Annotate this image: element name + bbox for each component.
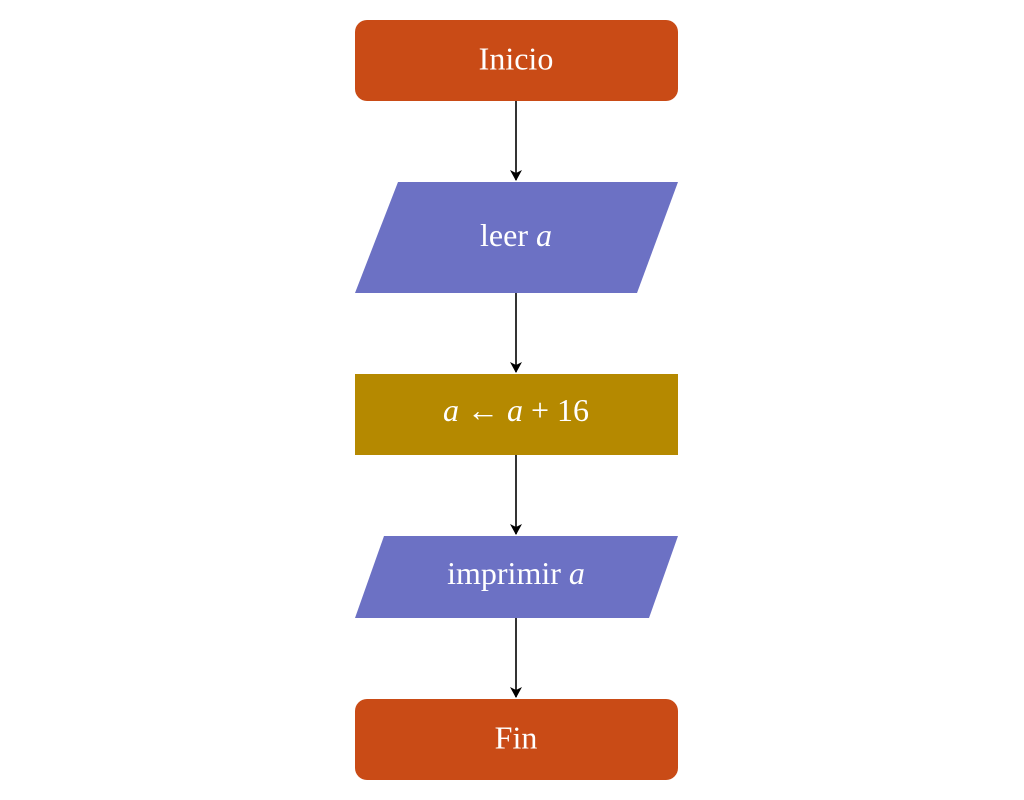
start-label: Inicio: [479, 40, 554, 76]
read-label: leer a: [480, 217, 552, 253]
node-print: imprimir a: [355, 536, 678, 618]
start-terminal-shape: [355, 20, 678, 101]
read-keyword: leer: [480, 217, 528, 253]
process-label: a ← a + 16: [443, 392, 589, 428]
print-variable: a: [569, 555, 585, 591]
node-read: leer a: [355, 182, 678, 293]
node-start: Inicio: [355, 20, 678, 101]
assign-arrow-icon: ←: [467, 392, 499, 428]
process-constant: 16: [557, 392, 589, 428]
print-output-shape: [355, 536, 678, 618]
process-rhs-variable: a: [507, 392, 523, 428]
end-terminal-shape: [355, 699, 678, 780]
node-end: Fin: [355, 699, 678, 780]
process-operator: +: [531, 392, 549, 428]
end-label: Fin: [495, 719, 538, 755]
print-keyword: imprimir: [447, 555, 561, 591]
node-process: a ← a + 16: [355, 374, 678, 455]
process-shape: [355, 374, 678, 455]
process-lhs: a: [443, 392, 459, 428]
print-label: imprimir a: [447, 555, 585, 591]
read-variable: a: [536, 217, 552, 253]
read-input-shape: [355, 182, 678, 293]
